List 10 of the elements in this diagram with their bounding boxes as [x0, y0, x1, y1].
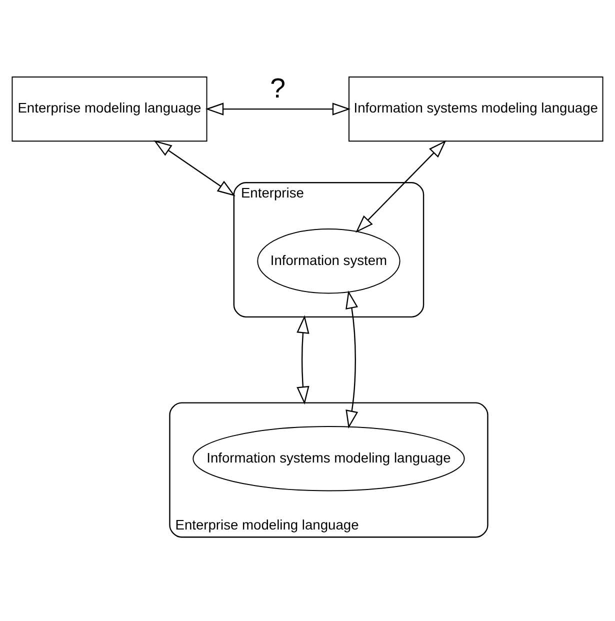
edge-label: ?	[270, 72, 286, 104]
arrow	[356, 140, 446, 232]
arrow	[296, 314, 310, 404]
node-box: Enterprise modeling language	[12, 76, 208, 142]
arrow	[205, 102, 351, 115]
arrow	[346, 290, 358, 428]
node-ellipse: Information systems modeling language	[192, 426, 465, 491]
node-ellipse: Information system	[257, 228, 400, 294]
arrow	[154, 140, 236, 196]
node-box: Information systems modeling language	[348, 76, 604, 142]
